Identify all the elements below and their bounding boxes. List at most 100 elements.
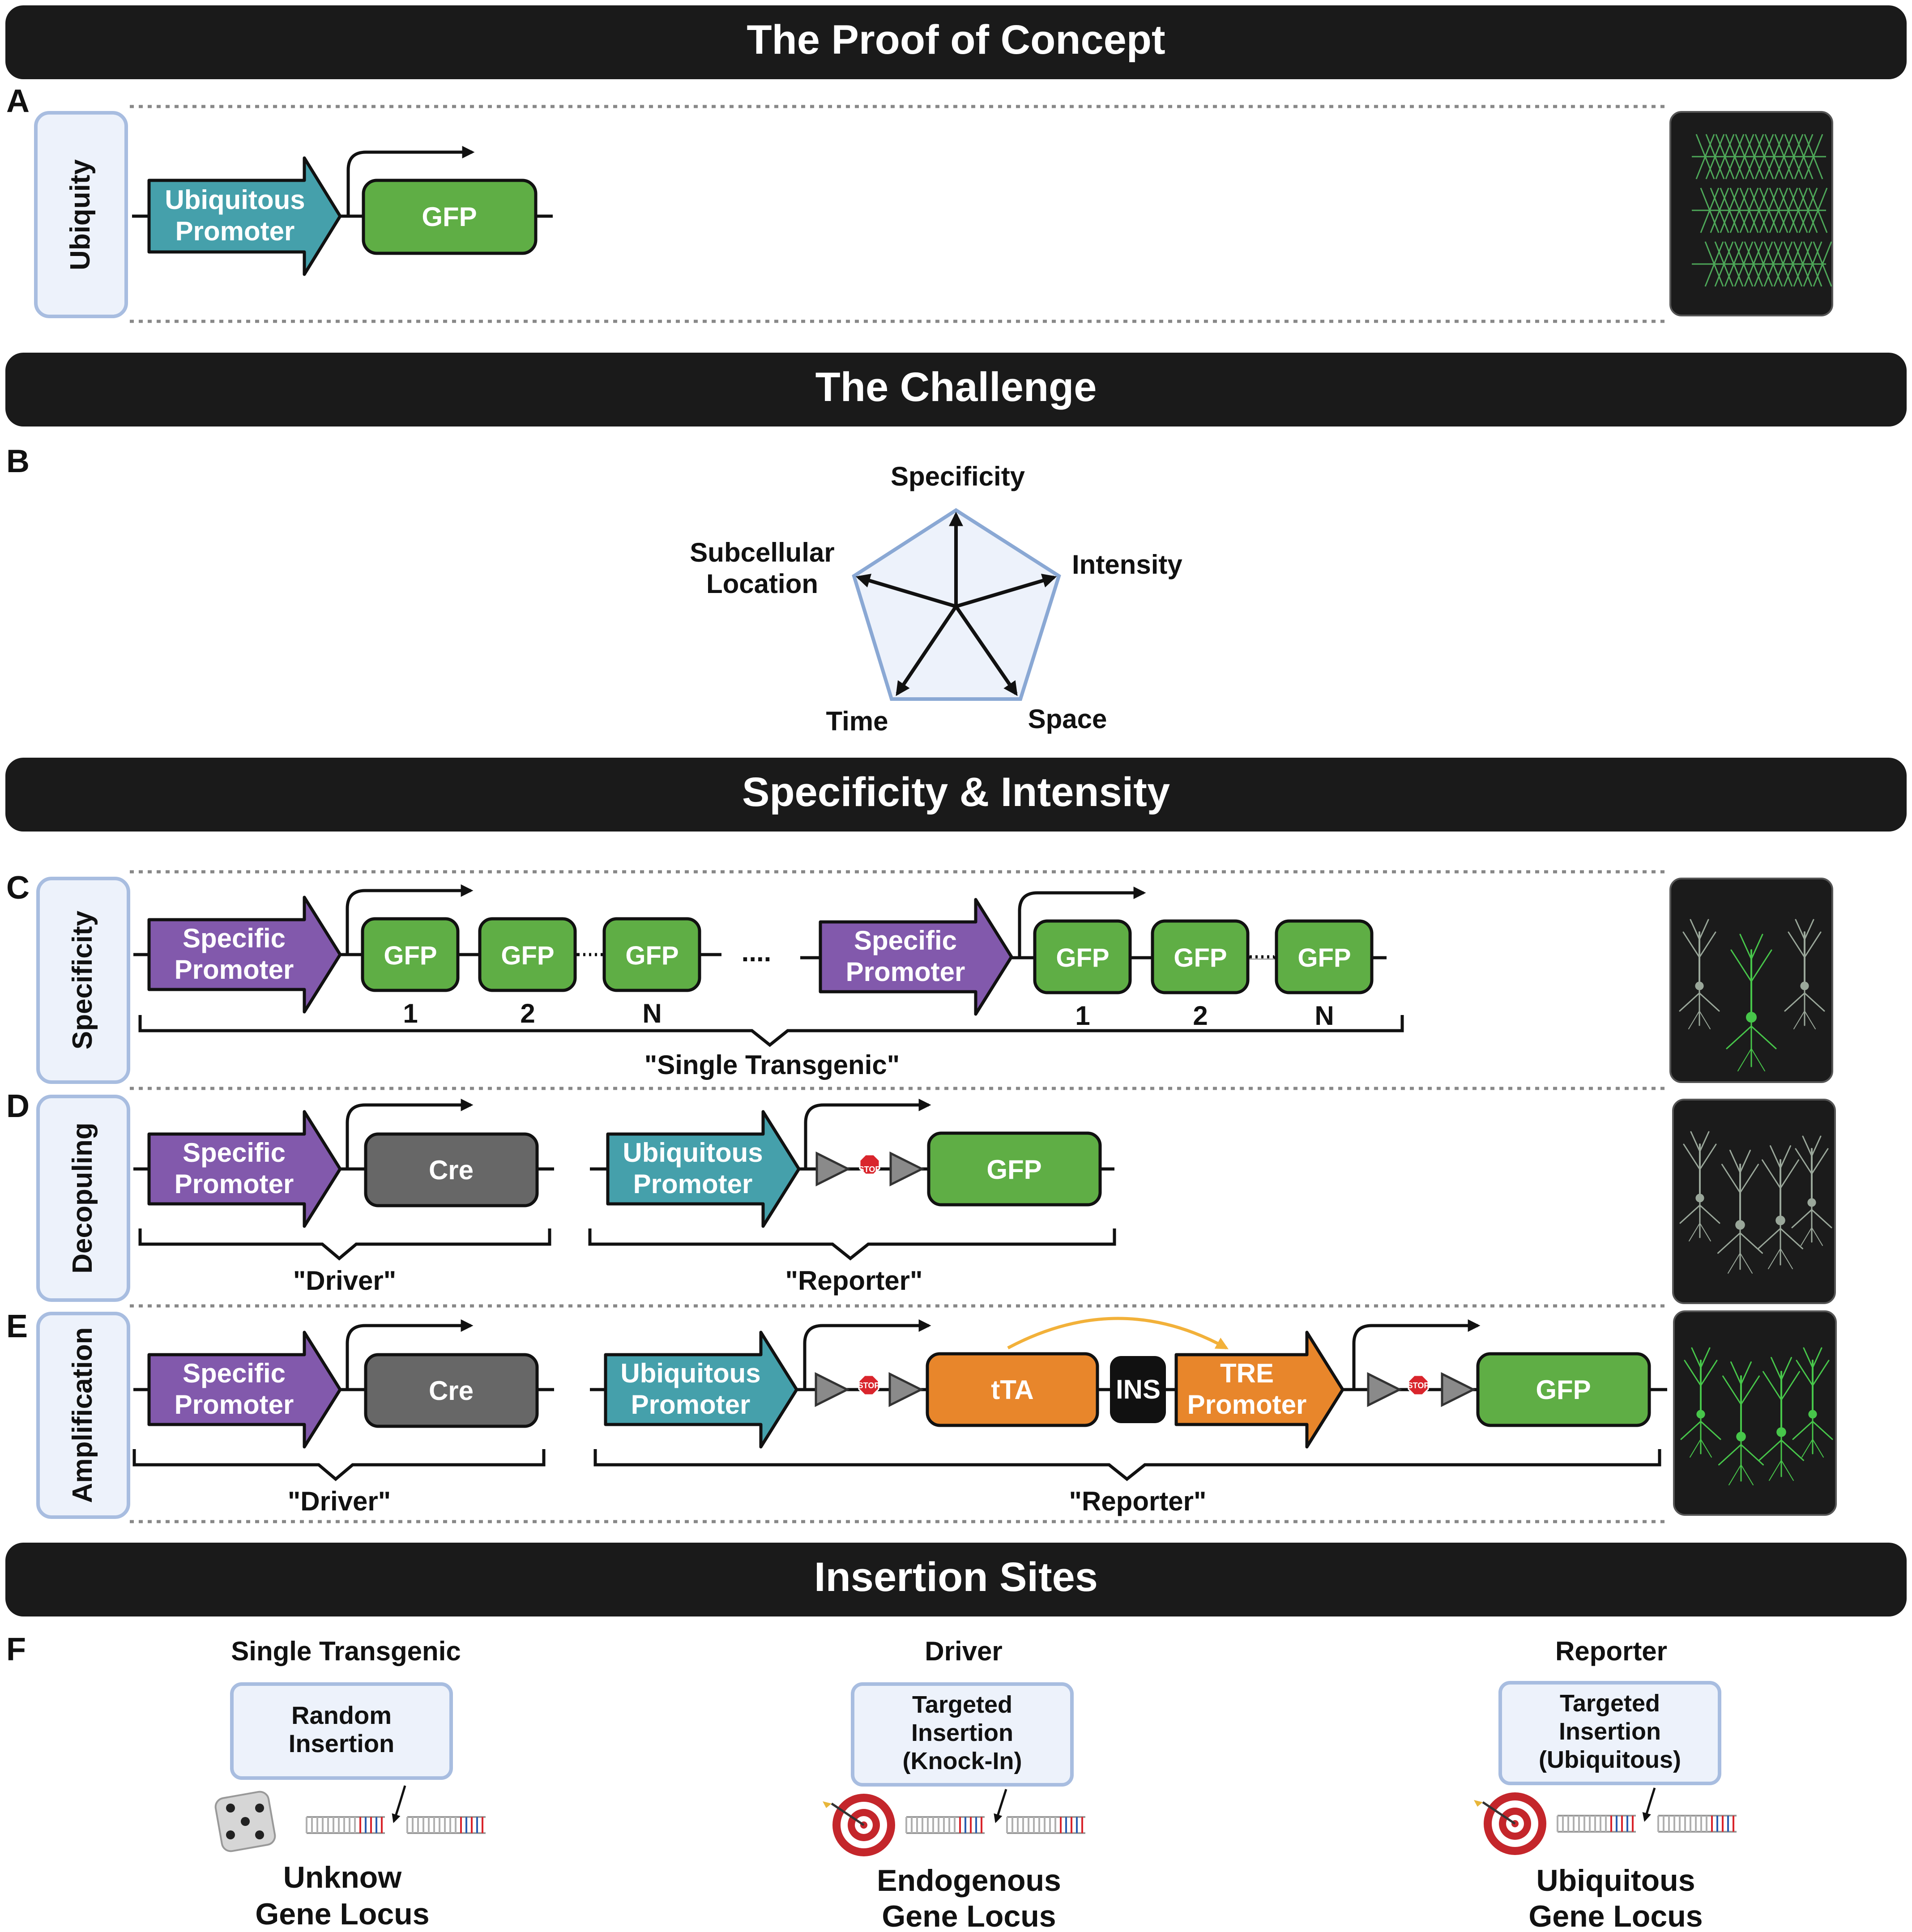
promoter-label: Promoter xyxy=(175,1169,294,1199)
ubiquitous-promoter-arrow xyxy=(604,1331,798,1449)
banner-specificity-intensity: Specificity & Intensity xyxy=(5,758,1907,832)
tre-promoter-arrow xyxy=(1174,1331,1344,1449)
loxp-site-icon xyxy=(889,1151,925,1187)
gfp-gene-box xyxy=(1151,919,1250,994)
insertion-box-text: Insertion xyxy=(911,1719,1013,1746)
gfp-gene-box xyxy=(927,1131,1102,1207)
copy-number: 2 xyxy=(1193,1001,1208,1031)
neurite xyxy=(1801,1439,1813,1458)
promoter-label: Promoter xyxy=(631,1390,751,1420)
panel-letter-a: A xyxy=(6,83,30,119)
axis-arrow xyxy=(955,573,1057,608)
neurite xyxy=(1699,1223,1711,1241)
banner-insertion-sites: Insertion Sites xyxy=(5,1543,1907,1616)
locus-label: Ubiquitous xyxy=(1536,1864,1695,1898)
insertion-column-driver: Driver Targeted Insertion (Knock-In) End… xyxy=(823,1636,1085,1932)
soma xyxy=(1775,1215,1785,1225)
promoter-label: Ubiquitous xyxy=(165,185,305,215)
neurite xyxy=(1689,1223,1700,1241)
dna-strand-icon xyxy=(905,1816,1085,1834)
neurite xyxy=(1739,1164,1759,1194)
neurite xyxy=(1804,931,1822,958)
loxp-site-icon xyxy=(888,1372,924,1407)
neurite xyxy=(1781,1460,1794,1481)
loxp-site-icon xyxy=(815,1372,850,1407)
neurite xyxy=(1804,1011,1816,1029)
soma xyxy=(1736,1432,1746,1442)
neurite xyxy=(1721,1164,1741,1194)
locus-label: Gene Locus xyxy=(882,1899,1056,1932)
panel-d-construct: Specific Promoter Cre "Driver" Ubiquitou… xyxy=(133,1099,1116,1296)
neurite xyxy=(1683,1143,1701,1170)
neurite xyxy=(1771,1357,1782,1381)
neurite xyxy=(1803,1347,1814,1369)
neurite xyxy=(1758,1439,1782,1461)
tta-gene-box xyxy=(926,1352,1099,1427)
promoter-label: TRE xyxy=(1220,1358,1274,1388)
soma xyxy=(1800,981,1809,990)
banner-title: Insertion Sites xyxy=(814,1554,1098,1600)
insertion-box-text: (Knock-In) xyxy=(903,1748,1022,1774)
neurite xyxy=(1780,1145,1791,1169)
banner-challenge: The Challenge xyxy=(5,353,1907,426)
axis-label-specificity: Specificity xyxy=(891,461,1025,491)
driver-label: "Driver" xyxy=(293,1266,396,1296)
promoter-label: Promoter xyxy=(175,955,294,985)
neurite xyxy=(1739,1150,1751,1173)
row-label-text: Specificity xyxy=(67,910,98,1049)
gfp-gene-box xyxy=(1476,1352,1651,1427)
transcription-start-arrow xyxy=(1352,1319,1481,1390)
axis-arrow xyxy=(855,573,957,608)
stop-sign-icon: STOP xyxy=(859,1154,880,1175)
neurite xyxy=(1699,1204,1720,1224)
target-icon xyxy=(823,1794,895,1856)
row-label-decoupling: Decopuling xyxy=(36,1095,130,1302)
neurite xyxy=(1679,992,1700,1012)
neurite xyxy=(1739,1232,1763,1254)
neurite xyxy=(1700,1360,1718,1386)
neurite xyxy=(1737,1048,1752,1071)
stop-text: STOP xyxy=(1408,1381,1430,1390)
loxp-site-icon xyxy=(815,1151,851,1187)
soma xyxy=(1776,1427,1786,1437)
column-heading: Reporter xyxy=(1555,1636,1667,1666)
bracket xyxy=(138,1228,551,1261)
neurite xyxy=(1741,1464,1754,1485)
neurite xyxy=(1682,931,1700,958)
promoter-label: Specific xyxy=(183,1138,286,1168)
neurite xyxy=(1690,919,1700,940)
neurite xyxy=(1700,1439,1712,1458)
transcription-start-arrow xyxy=(346,1099,474,1169)
stop-text: STOP xyxy=(858,1381,880,1390)
neurite xyxy=(1739,934,1752,960)
neurite xyxy=(1792,1420,1814,1440)
insertion-box-text: (Ubiquitous) xyxy=(1539,1746,1681,1773)
neurite xyxy=(1700,1347,1711,1369)
row-label-ubiquity: Ubiquity xyxy=(34,111,128,318)
axis-arrow xyxy=(954,605,1018,696)
axis-label-space: Space xyxy=(1028,704,1107,734)
neurite xyxy=(1812,1439,1824,1458)
gfp-gene-box xyxy=(602,917,701,992)
neurite xyxy=(1750,1025,1777,1049)
axis-label-time: Time xyxy=(826,706,888,736)
neurite xyxy=(1811,1209,1832,1228)
neurite xyxy=(1691,1347,1702,1369)
neurite xyxy=(1730,1361,1742,1385)
dotted-separators xyxy=(130,105,1667,1523)
locus-label: Endogenous xyxy=(877,1864,1061,1898)
neurite xyxy=(1730,949,1752,982)
insertion-column-single-transgenic: Single Transgenic Random Insertion Unkno… xyxy=(214,1636,486,1931)
panel-letter-e: E xyxy=(6,1309,28,1344)
activation-arrow xyxy=(1007,1317,1229,1350)
panel-letter-d: D xyxy=(6,1088,30,1124)
loxp-site-icon xyxy=(1367,1372,1402,1407)
insertion-arrow xyxy=(994,1789,1007,1823)
locus-label: Unknow xyxy=(283,1860,402,1894)
bracket xyxy=(132,1449,546,1481)
neurite xyxy=(1726,1025,1752,1049)
soma xyxy=(1695,981,1704,990)
copy-number: 2 xyxy=(520,998,535,1028)
insertion-box-text: Insertion xyxy=(289,1729,394,1757)
gene-label: GFP xyxy=(625,941,679,970)
